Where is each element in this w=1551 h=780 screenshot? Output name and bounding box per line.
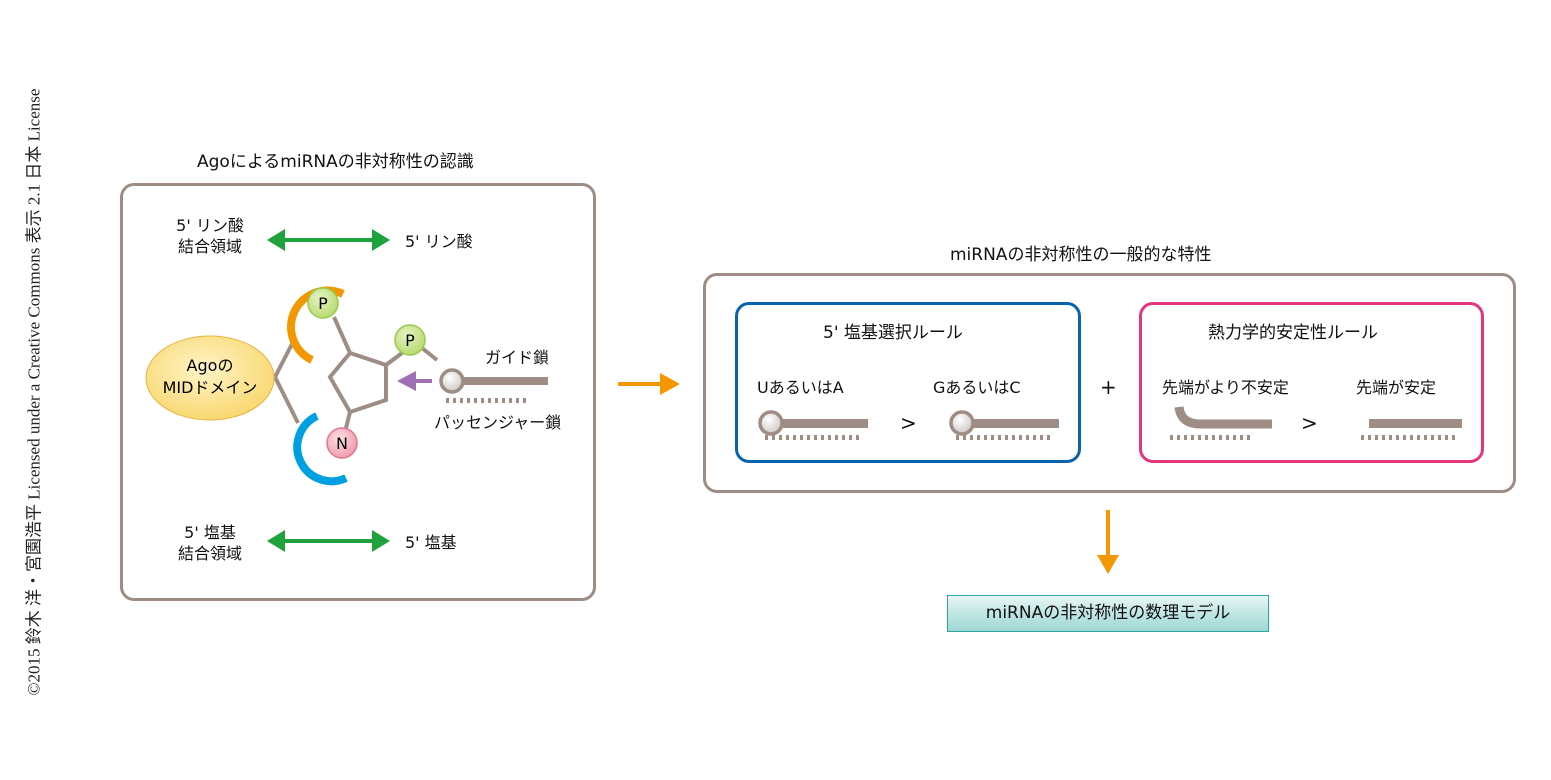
label-line: 5' リン酸: [176, 216, 244, 235]
base-rule-comparator: >: [900, 411, 917, 435]
passenger-strand-label: パッセンジャー鎖: [434, 413, 562, 432]
orange-arrow-right: [618, 373, 680, 395]
label-line: 結合領域: [177, 237, 242, 256]
base-rule-title: 5' 塩基選択ルール: [823, 323, 963, 343]
guide-strand-duplex: [439, 368, 548, 403]
stability-rule-title: 熱力学的安定性ルール: [1208, 323, 1378, 343]
right-panel-title: miRNAの非対称性の一般的な特性: [950, 245, 1212, 265]
base-pocket-arc: [293, 412, 348, 486]
mid-domain: Agoの MIDドメイン: [145, 335, 275, 421]
gc-label: GあるいはC: [933, 378, 1021, 397]
general-properties-panel: [703, 273, 1516, 493]
node-label: P: [318, 294, 328, 313]
label-line: 5' 塩基: [184, 523, 236, 542]
orange-arrow-down: [1097, 510, 1119, 574]
ribose-ring: [327, 316, 439, 429]
base-binding-region-label: 5' 塩基 結合領域: [160, 522, 260, 564]
unstable-end-strand: [1170, 406, 1272, 440]
left-panel-title: AgoによるmiRNAの非対称性の認識: [197, 152, 474, 172]
node-label: N: [336, 434, 348, 453]
stability-rule-comparator: >: [1301, 411, 1318, 435]
mathematical-model-box: miRNAの非対称性の数理モデル: [947, 595, 1269, 632]
phosphate-label: 5' リン酸: [405, 232, 473, 251]
unstable-end-label: 先端がより不安定: [1162, 378, 1289, 397]
base-node: N: [326, 427, 358, 459]
stable-end-strand: [1361, 419, 1462, 440]
mid-domain-label-2: MIDドメイン: [163, 378, 258, 397]
mid-domain-label-1: Agoの: [187, 356, 234, 375]
ua-strand: [758, 410, 868, 440]
phosphate-node-2: P: [394, 324, 426, 356]
ago-recognition-panel: [120, 183, 596, 601]
phosphate-binding-region-label: 5' リン酸 結合領域: [160, 215, 260, 257]
stable-end-label: 先端が安定: [1356, 378, 1437, 397]
mid-domain-connectors: [273, 341, 300, 424]
passenger-strand-ticks: [446, 398, 526, 403]
gc-strand: [949, 410, 1059, 440]
phosphate-double-arrow: [267, 229, 390, 251]
guide-strand-label: ガイド鎖: [485, 348, 550, 367]
thermodynamic-stability-rule-box: [1139, 302, 1484, 463]
base-selection-rule-box: [735, 302, 1081, 463]
label-line: 結合領域: [177, 544, 242, 563]
ua-label: UあるいはA: [757, 378, 844, 397]
plus-sign: +: [1100, 375, 1117, 399]
node-label: P: [405, 331, 415, 350]
base-double-arrow: [267, 530, 390, 552]
purple-arrow: [397, 371, 432, 391]
phosphate-node-1: P: [307, 287, 339, 319]
base-label: 5' 塩基: [405, 533, 457, 552]
